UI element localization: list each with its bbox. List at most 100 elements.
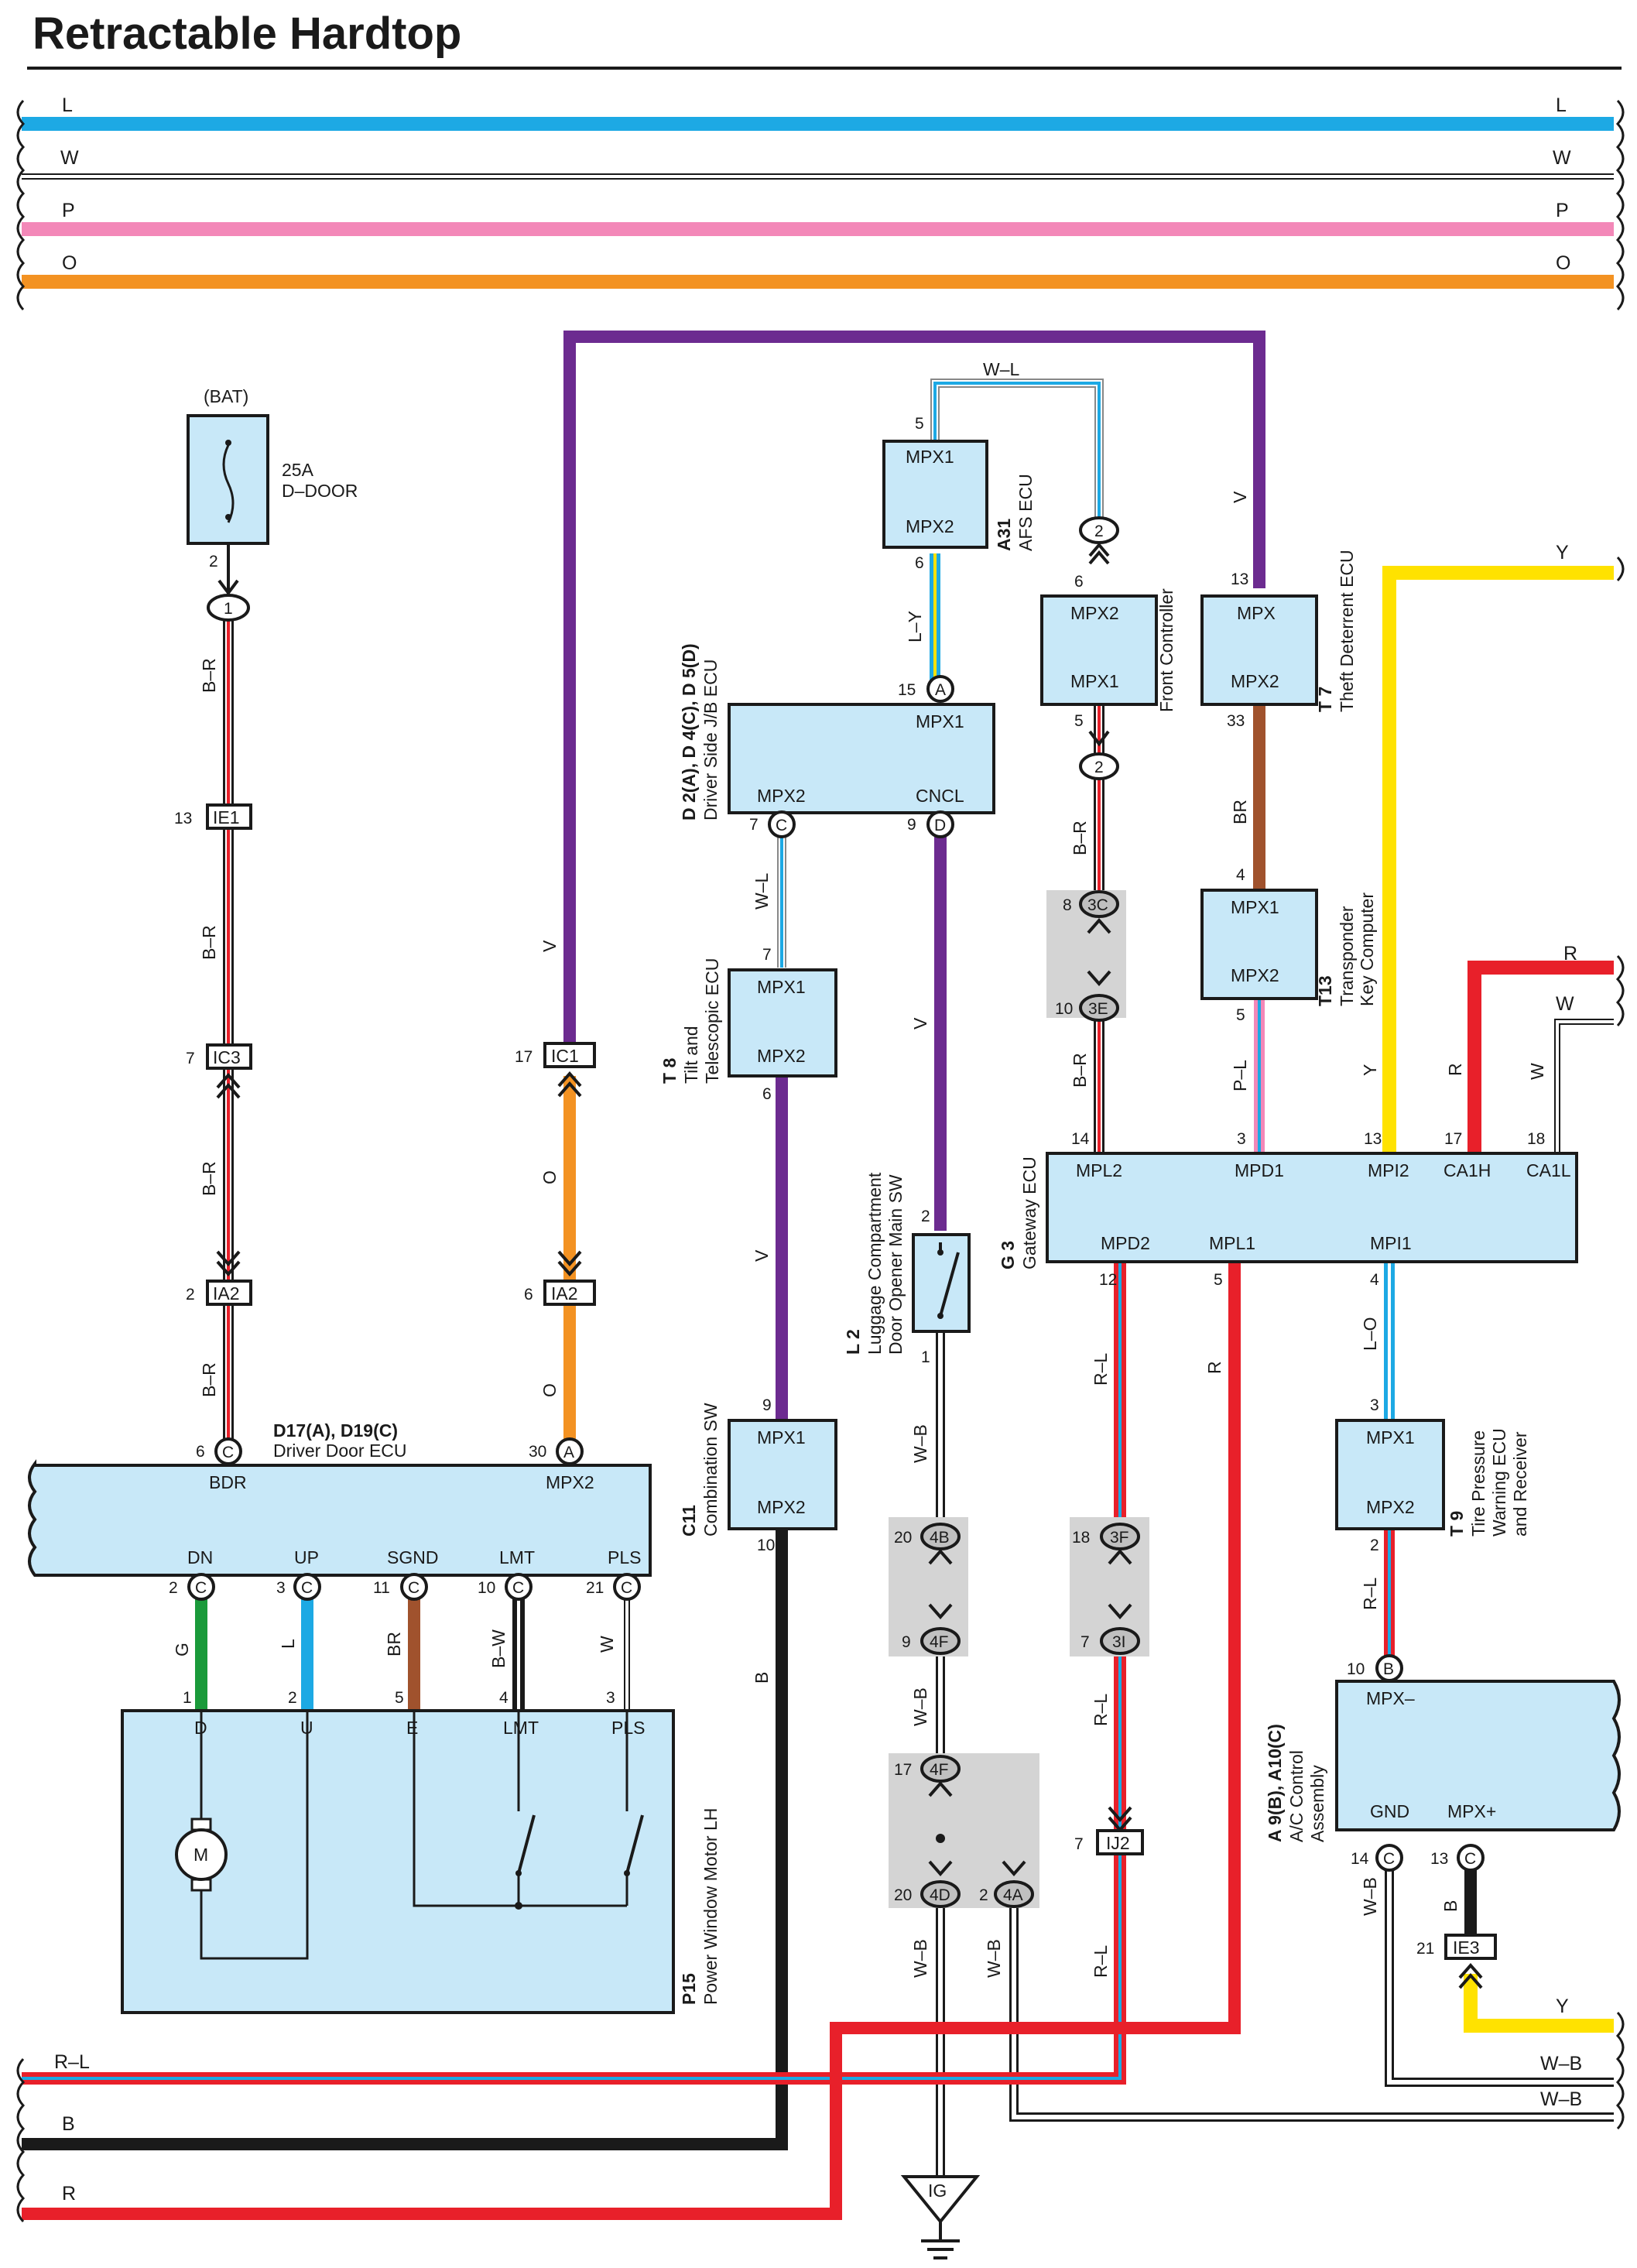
switch-icon	[939, 1252, 960, 1317]
svg-text:T 9: T 9	[1447, 1511, 1467, 1537]
svg-text:DN: DN	[187, 1547, 213, 1567]
svg-text:4F: 4F	[930, 1633, 949, 1651]
svg-text:Telescopic ECU: Telescopic ECU	[702, 958, 722, 1084]
svg-text:Driver Side J/B ECU: Driver Side J/B ECU	[700, 660, 721, 821]
svg-text:Warning ECU: Warning ECU	[1489, 1428, 1509, 1537]
svg-text:R: R	[1445, 1063, 1465, 1076]
fuse-pin-out: 2	[209, 553, 218, 570]
svg-text:6: 6	[762, 1085, 772, 1103]
svg-text:Tilt and: Tilt and	[681, 1026, 701, 1084]
svg-text:Tire Pressure: Tire Pressure	[1468, 1430, 1488, 1537]
svg-text:2: 2	[979, 1886, 988, 1904]
bus-label-Y-bottom: Y	[1556, 1996, 1569, 2017]
bus-label-W-right: W	[1553, 147, 1571, 169]
bus-label-Y-right: Y	[1556, 542, 1569, 564]
svg-text:7: 7	[762, 946, 772, 964]
ground-IG	[900, 2175, 981, 2225]
bus-label-R-right: R	[1563, 943, 1577, 964]
wire-W-L-afs	[930, 379, 1104, 517]
page-title: Retractable Hardtop	[33, 9, 461, 59]
svg-text:10: 10	[757, 1537, 775, 1554]
svg-text:MPX2: MPX2	[906, 516, 954, 536]
svg-text:IA2: IA2	[213, 1283, 240, 1304]
svg-text:1: 1	[183, 1689, 192, 1707]
svg-text:10: 10	[1055, 1000, 1073, 1018]
svg-text:Driver Door ECU: Driver Door ECU	[273, 1441, 407, 1461]
svg-text:3E: 3E	[1088, 1000, 1108, 1018]
svg-text:MPX2: MPX2	[1231, 965, 1279, 985]
svg-text:D: D	[934, 817, 946, 834]
top-bus: L L W W P P O O	[16, 94, 1625, 311]
svg-text:MPI2: MPI2	[1368, 1160, 1409, 1180]
junctions: IE1 13 IC3 7 IA2 2 IC1 17 IA2 6 IJ2 7 IE…	[174, 803, 1497, 2259]
svg-text:20: 20	[894, 1886, 912, 1904]
svg-text:R–L: R–L	[1091, 1694, 1111, 1726]
bus-label-P-left: P	[62, 200, 75, 221]
svg-text:Transponder: Transponder	[1337, 906, 1357, 1006]
driver-door-ecu: 6 C 30 A D17(A), D19(C) Driver Door ECU …	[28, 1420, 652, 1601]
front-controller-name: Front Controller	[1156, 588, 1176, 712]
ac-control-assembly: 10 B MPX– GND MPX+ 14 C 13 C A 9(B), A10…	[1265, 1654, 1621, 1872]
svg-text:7: 7	[1080, 1633, 1090, 1651]
svg-text:R–L: R–L	[1091, 1945, 1111, 1978]
svg-text:W: W	[597, 1636, 617, 1653]
svg-text:10: 10	[478, 1579, 495, 1597]
svg-text:C11: C11	[679, 1505, 699, 1537]
svg-text:V: V	[910, 1017, 930, 1030]
svg-text:2: 2	[169, 1579, 178, 1597]
svg-text:IA2: IA2	[551, 1283, 578, 1304]
break-symbol-right	[1615, 99, 1625, 311]
svg-text:C: C	[776, 817, 787, 834]
svg-text:12: 12	[1099, 1271, 1117, 1289]
junction-IA2	[206, 1280, 252, 1306]
svg-text:V: V	[752, 1249, 772, 1262]
svg-text:2: 2	[1370, 1537, 1379, 1554]
break-symbol-bottom-left	[16, 2057, 26, 2223]
wire-W-ca1l	[1554, 1019, 1614, 1153]
wire-R-ca1h	[1467, 961, 1614, 1153]
svg-text:MPX2: MPX2	[757, 1046, 806, 1066]
junction-IA2-b	[543, 1280, 596, 1306]
svg-text:IC1: IC1	[551, 1046, 579, 1066]
svg-text:A/C Control: A/C Control	[1286, 1750, 1307, 1842]
svg-text:MPX2: MPX2	[546, 1472, 594, 1492]
bus-label-R-L: R–L	[54, 2051, 90, 2073]
svg-text:PLS: PLS	[611, 1718, 645, 1738]
svg-text:13: 13	[1430, 1850, 1448, 1868]
connector-groups: 3C 8 3E 10 4B 20 4F 9 3F 18 3I 7 4F 17 4…	[889, 890, 1149, 1908]
svg-text:W: W	[1527, 1063, 1547, 1080]
svg-text:BR: BR	[1230, 800, 1250, 824]
wire-W-B-ac	[1385, 1858, 1614, 2087]
combination-switch: 9 MPX1 MPX2 10 C11 Combination SW	[679, 1396, 837, 1554]
svg-text:Combination SW: Combination SW	[700, 1403, 721, 1537]
motor-icon	[175, 1828, 228, 1881]
svg-text:5: 5	[1214, 1271, 1223, 1289]
svg-text:D 2(A), D 4(C), D 5(D): D 2(A), D 4(C), D 5(D)	[679, 643, 699, 821]
svg-text:MPX1: MPX1	[1070, 671, 1119, 691]
svg-text:A: A	[563, 1444, 574, 1461]
svg-text:17: 17	[894, 1761, 912, 1779]
svg-text:7: 7	[1074, 1835, 1084, 1853]
jb-ecu: 15 A MPX1 MPX2 CNCL 7 C 9 D D 2(A), D 4(…	[679, 643, 995, 838]
svg-text:O: O	[539, 1170, 560, 1184]
svg-text:4: 4	[499, 1689, 509, 1707]
svg-text:C: C	[1383, 1850, 1395, 1868]
svg-text:13: 13	[1364, 1130, 1382, 1148]
svg-text:B–R: B–R	[1070, 821, 1090, 855]
svg-text:5: 5	[1074, 712, 1084, 730]
svg-text:3: 3	[1370, 1396, 1379, 1414]
svg-text:17: 17	[1444, 1130, 1462, 1148]
svg-text:4: 4	[1236, 866, 1245, 884]
svg-text:MPX1: MPX1	[757, 1427, 806, 1447]
junction-IC3	[206, 1043, 252, 1070]
svg-text:CNCL: CNCL	[916, 786, 964, 806]
svg-text:W–B: W–B	[984, 1939, 1004, 1978]
luggage-opener-switch: 2 1 L 2 Luggage Compartment Door Opener …	[843, 1172, 971, 1366]
svg-text:Luggage Compartment: Luggage Compartment	[865, 1172, 885, 1355]
svg-text:14: 14	[1071, 1130, 1090, 1148]
svg-text:13: 13	[1231, 570, 1248, 588]
svg-text:LMT: LMT	[499, 1547, 535, 1567]
svg-text:LMT: LMT	[503, 1718, 539, 1738]
svg-text:C: C	[301, 1579, 313, 1597]
